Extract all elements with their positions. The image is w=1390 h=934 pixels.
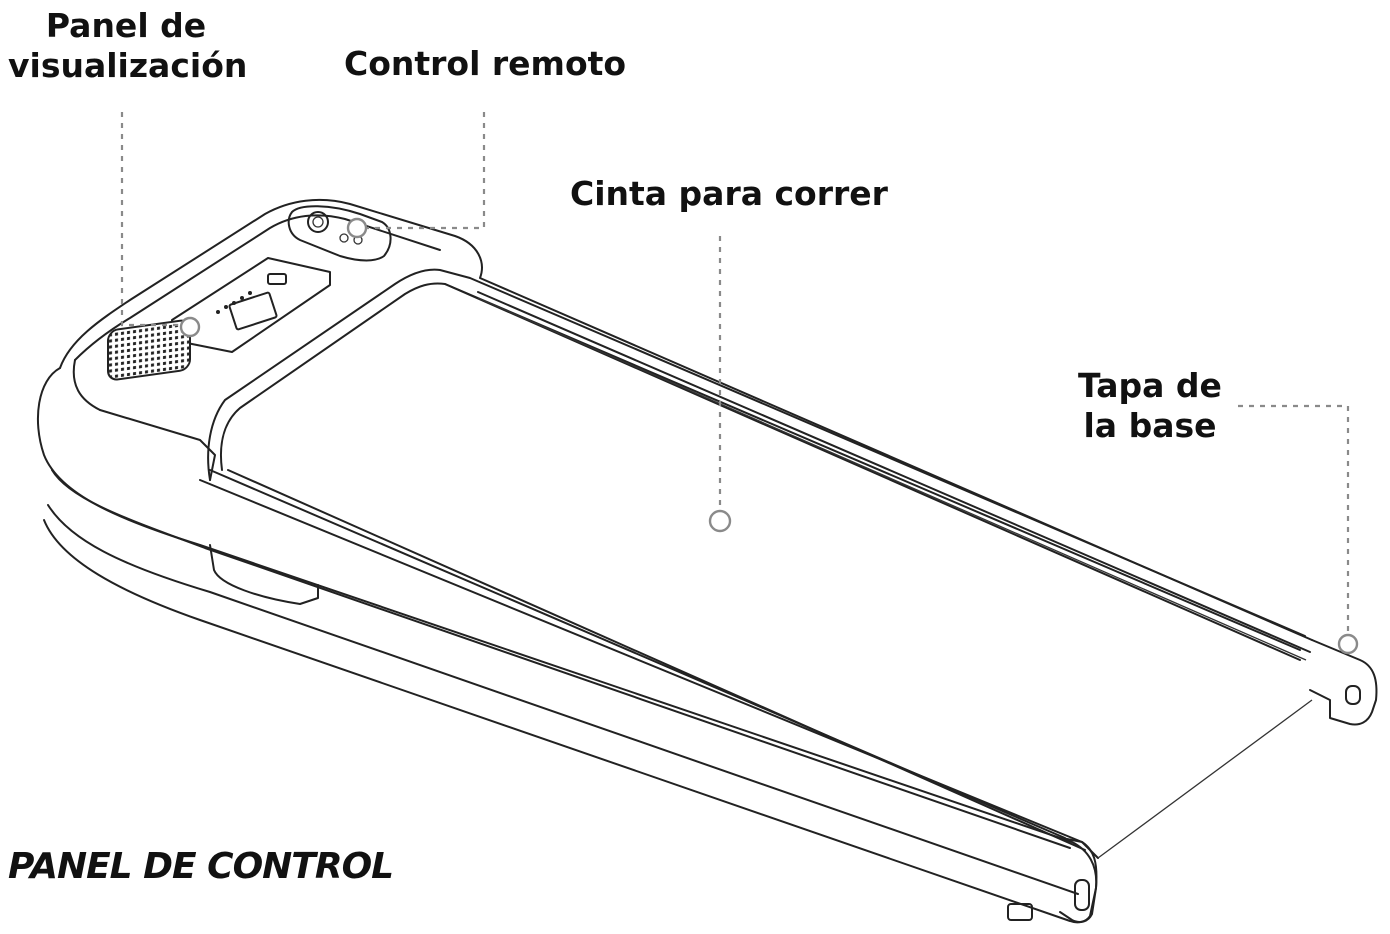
rear-end-cap — [1309, 639, 1378, 726]
marker-cover — [1337, 633, 1359, 655]
frame-outer-edge — [36, 367, 1098, 924]
speaker-grill — [107, 319, 191, 381]
marker-belt — [708, 509, 732, 533]
callout-remote-control: Control remoto — [344, 44, 627, 84]
remote-button-inner — [312, 216, 324, 228]
hood-step — [72, 359, 101, 411]
callout-remote-control-line-1: Control remoto — [344, 44, 627, 83]
side-rail-top — [199, 479, 1099, 859]
leader-cover — [1238, 404, 1359, 655]
leader-remote — [346, 112, 486, 239]
marker-display — [179, 316, 201, 338]
callout-display-panel-line-2: visualización — [8, 46, 248, 85]
side-rail-inner — [209, 469, 1066, 839]
motor-hood-inner — [74, 214, 441, 361]
belt-deck-far-edge — [444, 283, 1301, 661]
remote-small-button — [339, 233, 349, 243]
belt-deck-near-edge — [227, 469, 1086, 851]
front-cap-hole — [1074, 879, 1090, 911]
hood-cutout — [207, 268, 1306, 637]
belt-end-line — [1097, 699, 1313, 859]
display-power-button — [267, 273, 287, 285]
callout-display-panel-line-1: Panel de — [45, 6, 207, 45]
display-panel-outline — [171, 257, 331, 353]
frame-mid-line — [51, 469, 1071, 849]
rear-cap-hole — [1345, 685, 1361, 705]
remote-dock — [287, 205, 392, 262]
hood-cutout-inner — [220, 282, 1301, 651]
diagram-title: PANEL DE CONTROL — [8, 846, 394, 887]
remote-control — [287, 205, 392, 262]
callout-running-belt: Cinta para correr — [570, 174, 888, 214]
leader-belt — [708, 236, 732, 533]
callout-base-cover-line-2: la base — [1083, 406, 1217, 445]
under-housing — [209, 544, 319, 605]
hood-front-face — [99, 409, 216, 481]
front-end-cap — [1059, 837, 1098, 923]
display-indicator-dots — [216, 291, 252, 314]
display-screen — [228, 291, 278, 331]
front-foot — [1007, 903, 1033, 921]
leader-display — [120, 112, 201, 338]
display-panel — [107, 257, 331, 381]
treadmill-body — [36, 198, 1378, 924]
far-rail-line-2 — [477, 297, 1307, 661]
callout-base-cover: Tapa de la base — [1070, 366, 1230, 446]
motor-hood — [59, 198, 1313, 641]
callout-running-belt-line-1: Cinta para correr — [570, 174, 888, 213]
callout-base-cover-line-1: Tapa de — [1078, 366, 1222, 405]
callout-display-panel: Panel de visualización — [8, 6, 248, 86]
frame-bottom-line — [47, 504, 1079, 895]
far-rail-line-1 — [477, 291, 1311, 653]
marker-remote — [346, 217, 368, 239]
remote-main-button — [307, 211, 329, 233]
